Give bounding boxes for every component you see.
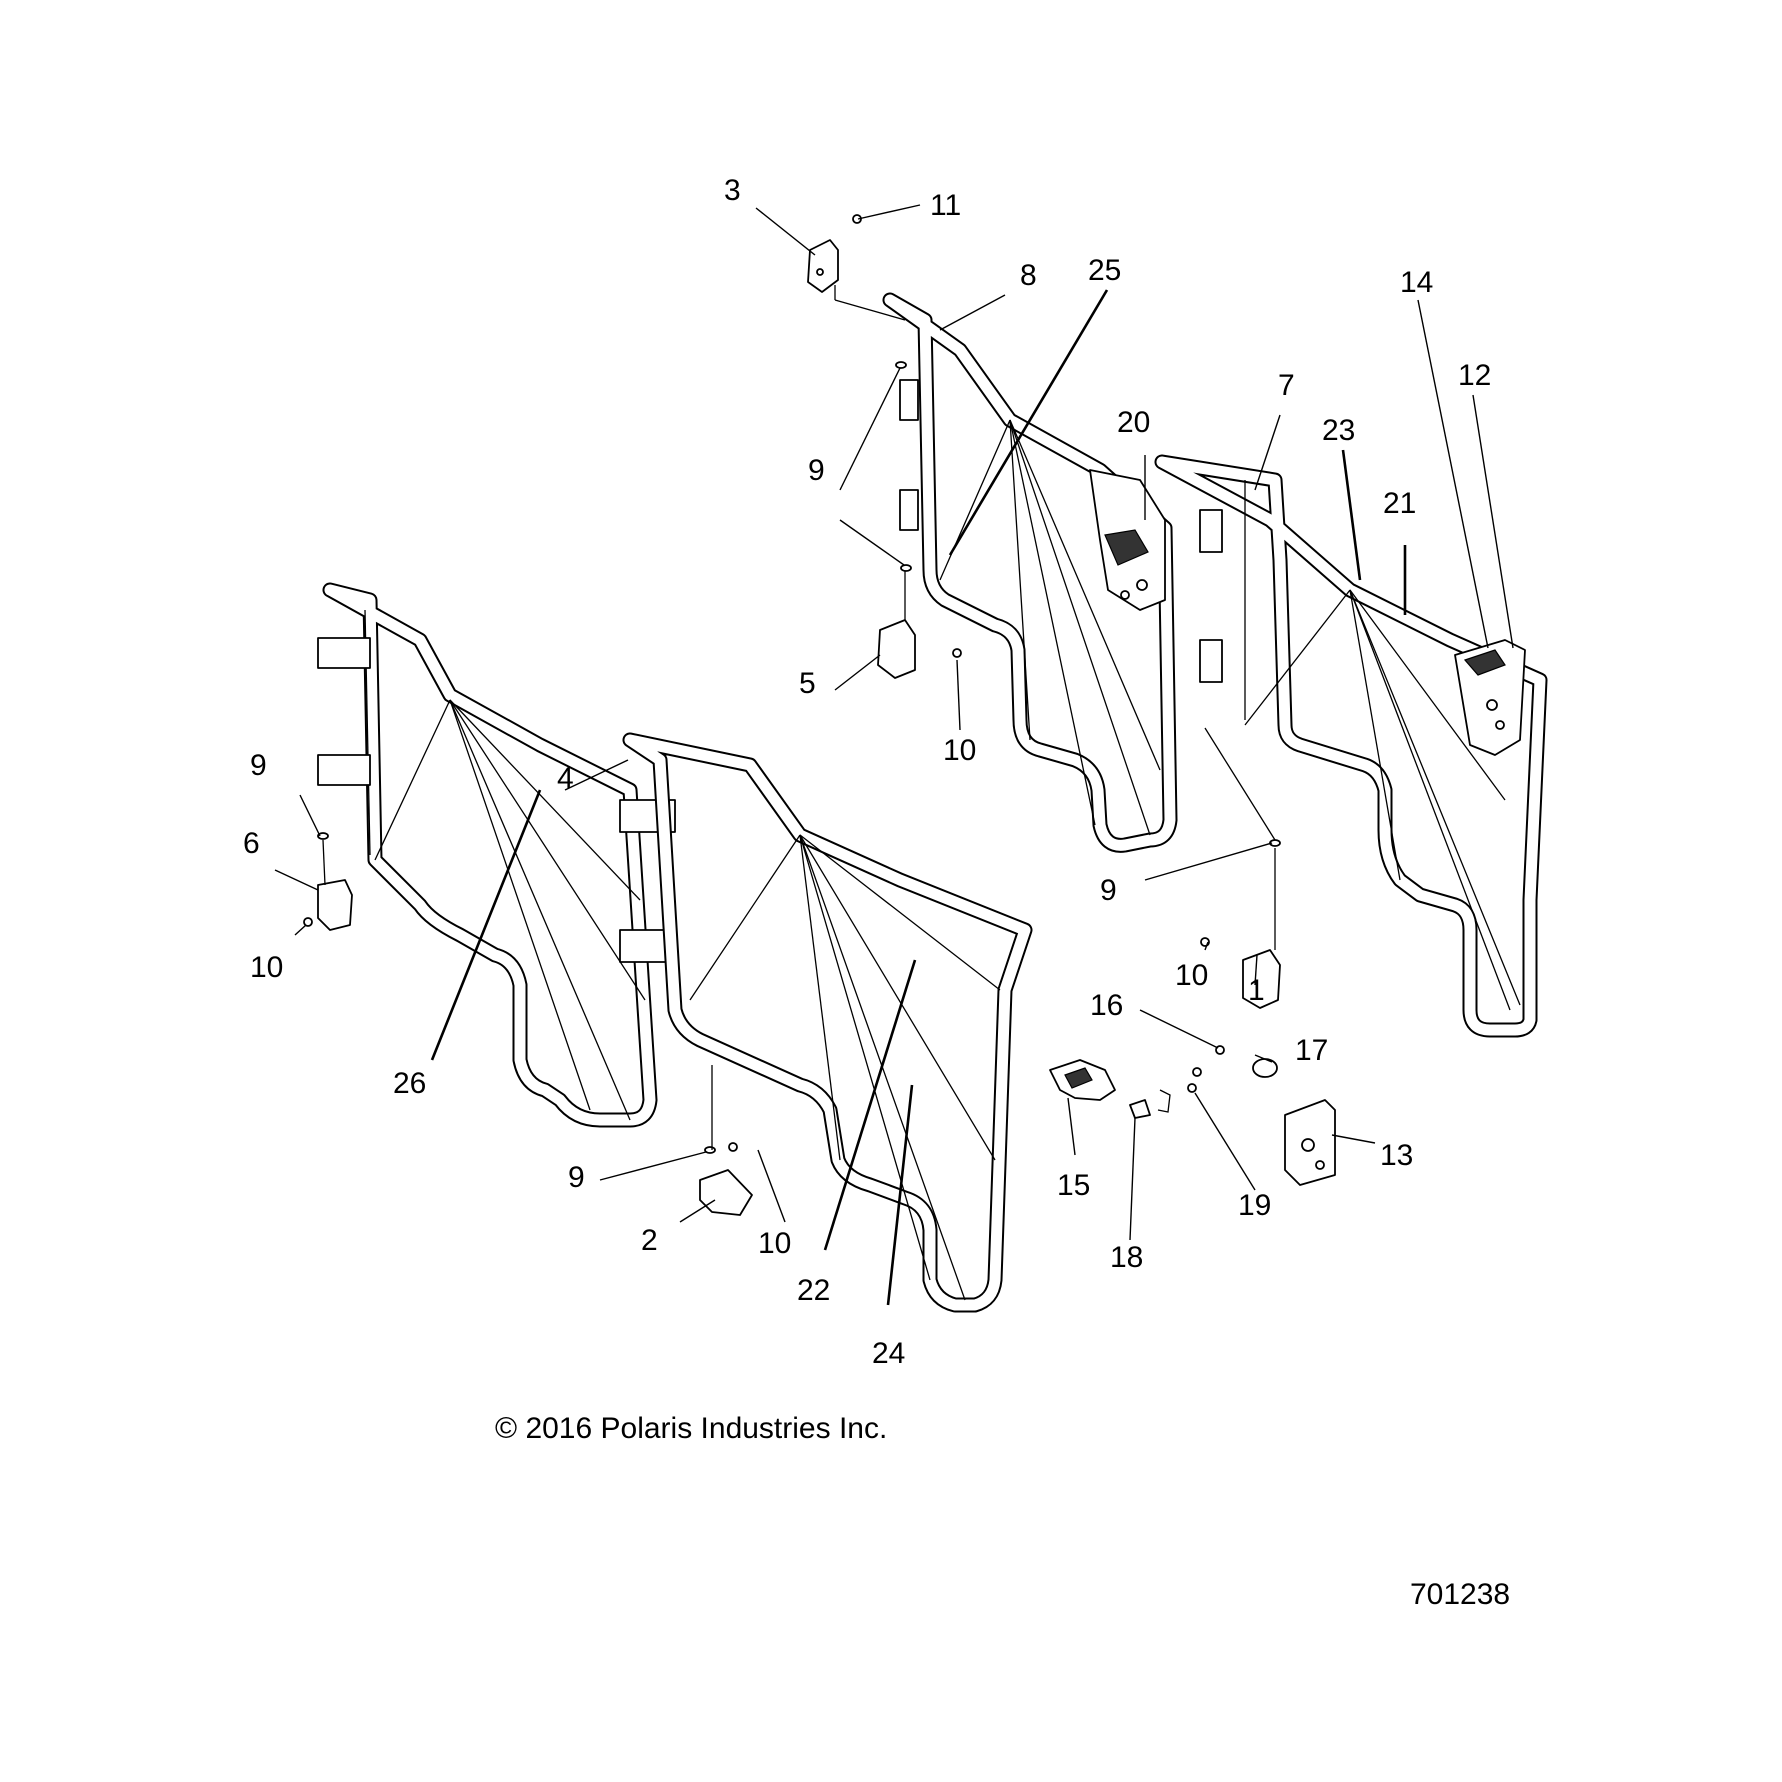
callout-9-rear-left: 9 bbox=[250, 749, 267, 782]
callout-8: 8 bbox=[1020, 259, 1037, 292]
callout-1: 1 bbox=[1248, 974, 1265, 1007]
callout-10-rear-right: 10 bbox=[1175, 959, 1208, 992]
callout-10-rear-left: 10 bbox=[250, 951, 283, 984]
callout-17: 17 bbox=[1295, 1034, 1328, 1067]
hardware-parts bbox=[303, 214, 1336, 1216]
callout-3: 3 bbox=[724, 174, 741, 207]
callout-10-front-right: 10 bbox=[943, 734, 976, 767]
callout-labels: 1 2 3 4 5 6 7 8 9 9 9 9 10 10 10 10 11 1… bbox=[243, 174, 1491, 1370]
callout-9-rear-right: 9 bbox=[1100, 874, 1117, 907]
front-right-door-frame bbox=[882, 292, 1178, 853]
callout-24: 24 bbox=[872, 1337, 905, 1370]
rear-door-frame bbox=[1154, 454, 1548, 1038]
rear-left-door-frame bbox=[317, 582, 676, 1128]
callout-5: 5 bbox=[799, 667, 816, 700]
callout-2: 2 bbox=[641, 1224, 658, 1257]
callout-26: 26 bbox=[393, 1067, 426, 1100]
callout-23: 23 bbox=[1322, 414, 1355, 447]
callout-7: 7 bbox=[1278, 369, 1295, 402]
callout-9-front-right: 9 bbox=[808, 454, 825, 487]
callout-20: 20 bbox=[1117, 406, 1150, 439]
leader-lines bbox=[274, 204, 1514, 1306]
callout-16: 16 bbox=[1090, 989, 1123, 1022]
callout-11: 11 bbox=[930, 189, 961, 222]
callout-13: 13 bbox=[1380, 1139, 1413, 1172]
callout-22: 22 bbox=[797, 1274, 830, 1307]
callout-4: 4 bbox=[557, 762, 574, 795]
front-left-door-frame bbox=[622, 732, 1033, 1313]
callout-10-front-left: 10 bbox=[758, 1227, 791, 1260]
figure-number: 701238 bbox=[1410, 1578, 1510, 1611]
callout-14: 14 bbox=[1400, 266, 1433, 299]
callout-12: 12 bbox=[1458, 359, 1491, 392]
callout-25: 25 bbox=[1088, 254, 1121, 287]
callout-19: 19 bbox=[1238, 1189, 1271, 1222]
callout-9-front-left: 9 bbox=[568, 1161, 585, 1194]
callout-6: 6 bbox=[243, 827, 260, 860]
copyright-notice: © 2016 Polaris Industries Inc. bbox=[495, 1412, 887, 1445]
callout-18: 18 bbox=[1110, 1241, 1143, 1274]
callout-15: 15 bbox=[1057, 1169, 1090, 1202]
callout-21: 21 bbox=[1383, 487, 1416, 520]
